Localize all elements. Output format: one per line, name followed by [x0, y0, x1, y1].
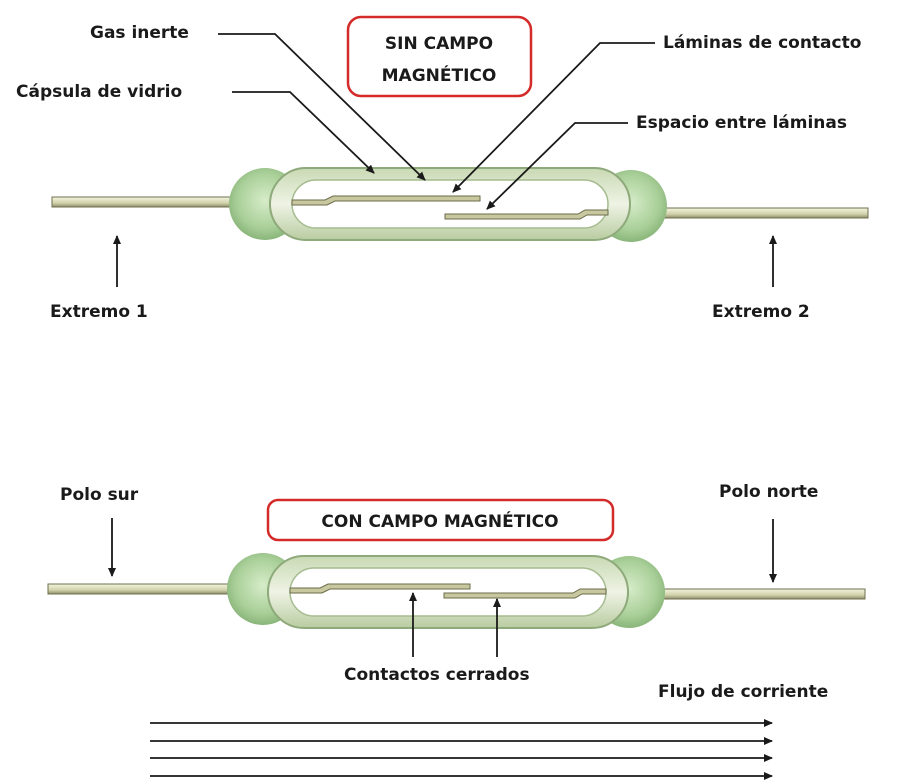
closed-contacts-label: Contactos cerrados [344, 665, 530, 685]
field-label: CON CAMPO MAGNÉTICO [321, 510, 558, 532]
reed-switch-open [51, 167, 869, 242]
contact-blade-right-bottom [443, 588, 607, 599]
end1-label: Extremo 1 [50, 302, 148, 322]
contact-blade-right [444, 209, 609, 220]
current-flow-label: Flujo de corriente [658, 682, 828, 702]
north-pole-label: Polo norte [719, 482, 818, 502]
no-field-label-line1: SIN CAMPO [385, 34, 493, 54]
glass-capsule-inner-bottom [289, 567, 607, 617]
gas-pointer [218, 33, 426, 181]
blades-pointer [452, 42, 655, 193]
south-pole-label: Polo sur [60, 485, 139, 505]
gap-pointer [486, 122, 628, 210]
gap-label: Espacio entre láminas [636, 113, 847, 133]
capsule-label: Cápsula de vidrio [16, 82, 182, 102]
reed-switch-closed [47, 553, 866, 629]
contact-blade-left-bottom [289, 583, 471, 594]
glass-capsule-inner [291, 179, 609, 229]
contact-blade-left [291, 195, 481, 206]
end2-label: Extremo 2 [712, 302, 810, 322]
field-box [266, 498, 615, 542]
no-field-label-line2: MAGNÉTICO [382, 64, 497, 86]
gas-label: Gas inerte [90, 23, 189, 43]
no-field-box [346, 15, 533, 98]
capsule-pointer [232, 91, 375, 174]
blades-label: Láminas de contacto [663, 33, 861, 53]
